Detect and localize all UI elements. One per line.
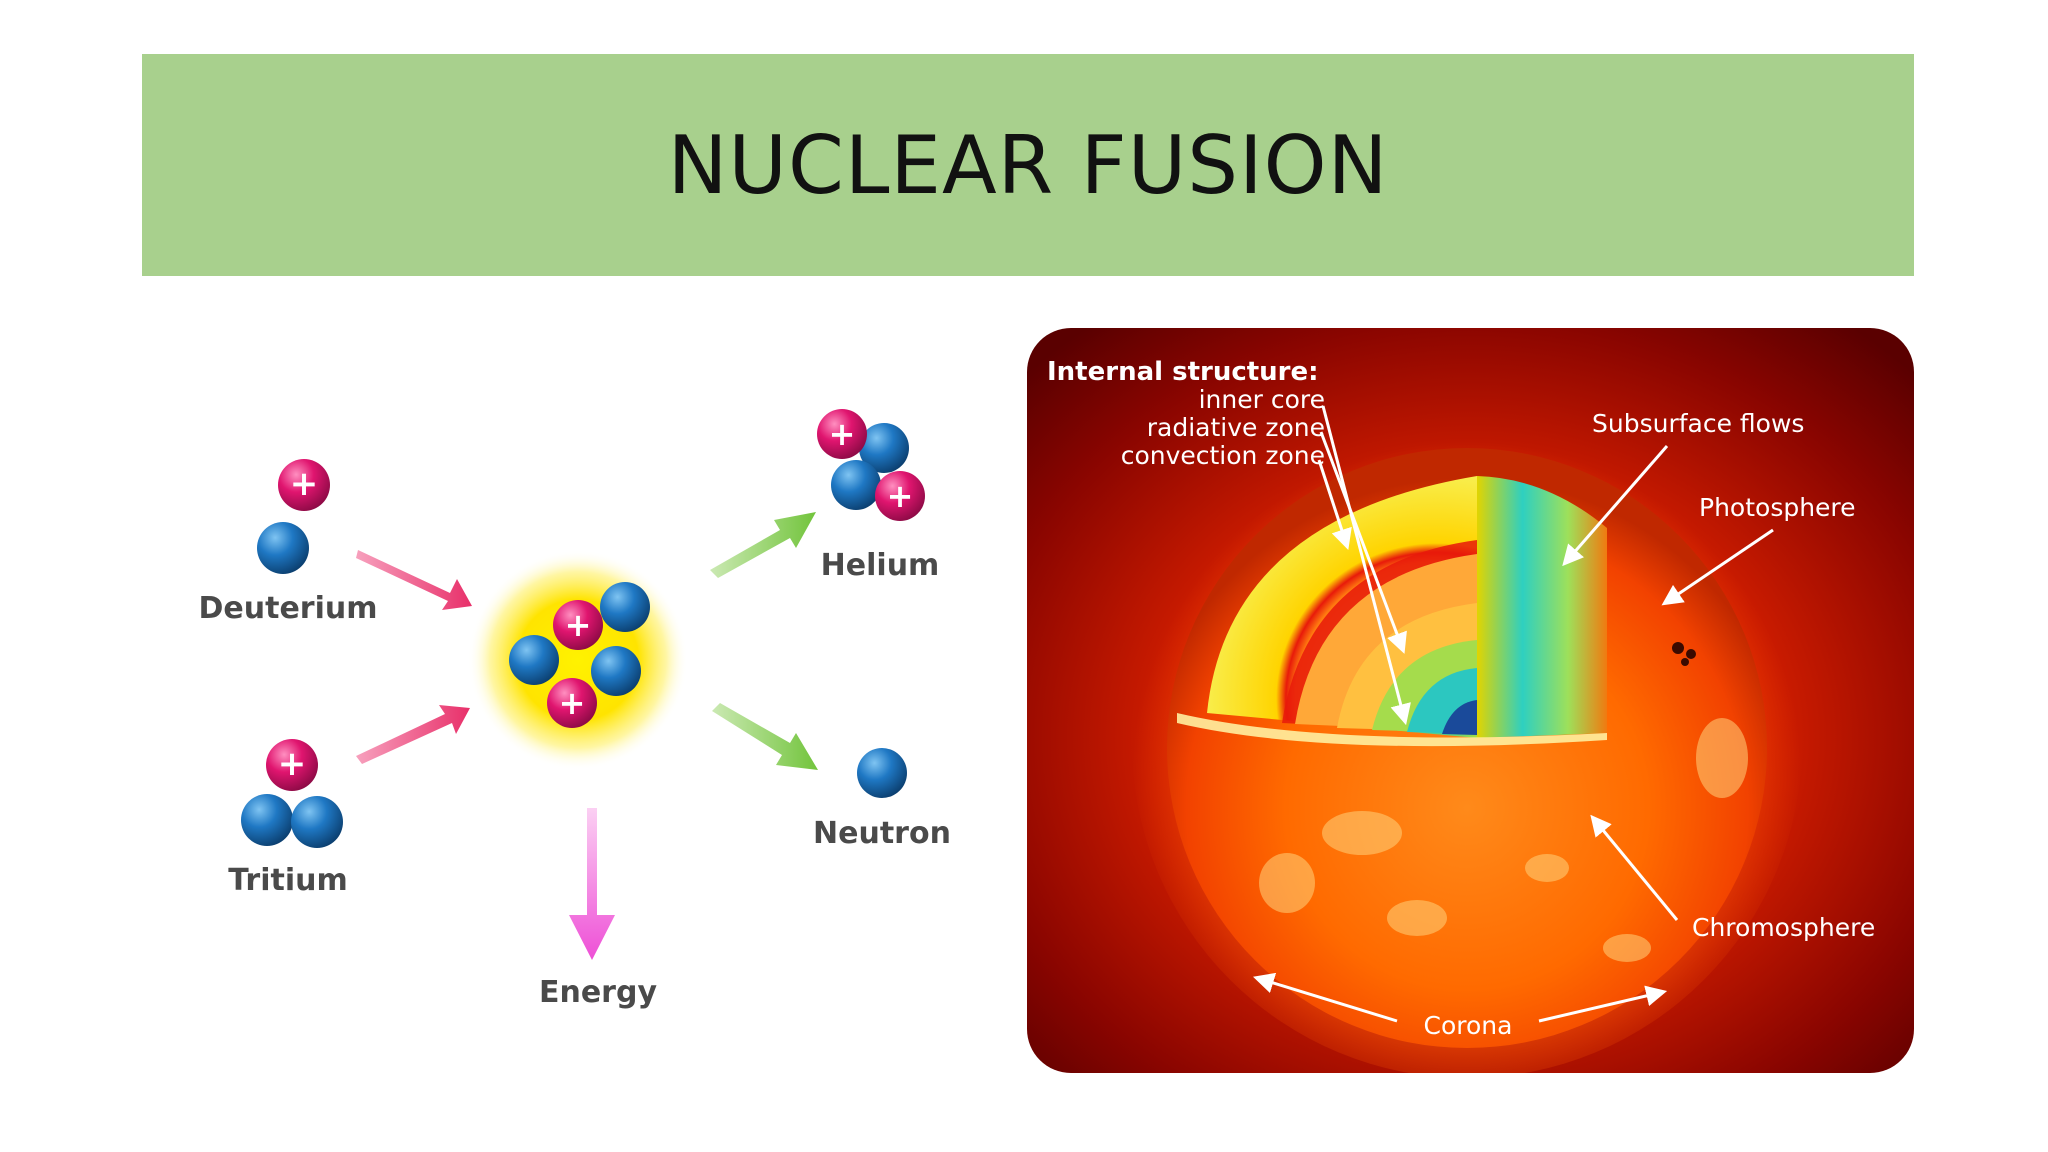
sunspots xyxy=(1672,642,1696,666)
neutron xyxy=(831,460,881,510)
plus-sign: + xyxy=(829,415,856,453)
convection-zone-label: convection zone xyxy=(1121,441,1325,470)
helium-arrow xyxy=(710,512,816,578)
cutaway-side-face xyxy=(1477,476,1607,738)
deuterium-label: Deuterium xyxy=(199,591,378,626)
convection-zone-arrow xyxy=(1317,459,1352,550)
neutron xyxy=(591,646,641,696)
photosphere-label: Photosphere xyxy=(1699,493,1856,522)
deuterium-arrow xyxy=(356,550,472,610)
proton xyxy=(278,459,330,511)
neutron xyxy=(257,522,309,574)
radiative-zone-arrow xyxy=(1319,431,1407,654)
corona-label: Corona xyxy=(1424,1011,1513,1040)
neutron-label: Neutron xyxy=(813,816,951,851)
fusion-reaction-diagram: + Deuterium + Tritium + + xyxy=(199,409,951,1010)
plus-sign: + xyxy=(565,606,592,644)
energy-glow xyxy=(468,550,688,770)
deuterium-nucleus: + xyxy=(257,459,330,574)
inner-core-label: inner core xyxy=(1199,385,1325,414)
tritium-nucleus: + xyxy=(241,739,343,848)
neutron xyxy=(241,794,293,846)
proton xyxy=(266,739,318,791)
corona-arrow-right xyxy=(1538,985,1668,1023)
sun-cutaway-illustration: Internal structure: inner core radiative… xyxy=(1027,328,1914,1073)
energy-arrow xyxy=(569,808,615,960)
fusion-core: + + xyxy=(468,550,688,770)
neutron-arrow xyxy=(712,703,818,770)
energy-label: Energy xyxy=(539,975,657,1010)
plus-sign: + xyxy=(887,477,914,515)
free-neutron xyxy=(857,748,907,798)
proton xyxy=(553,600,603,650)
surface-texture xyxy=(1259,718,1748,962)
proton xyxy=(875,471,925,521)
plus-sign: + xyxy=(278,744,307,784)
sun-structure-image: Internal structure: inner core radiative… xyxy=(1027,328,1914,1073)
slide-title: NUCLEAR FUSION xyxy=(667,118,1389,212)
radiative-zone-label: radiative zone xyxy=(1147,413,1325,442)
inner-core-center xyxy=(1442,700,1477,735)
photosphere-arrow xyxy=(1661,528,1774,606)
proton xyxy=(547,678,597,728)
internal-structure-heading: Internal structure: xyxy=(1047,357,1319,387)
proton xyxy=(817,409,867,459)
corona-arrow-left xyxy=(1252,972,1398,1023)
neutron xyxy=(291,796,343,848)
annotation-arrows xyxy=(1252,405,1774,1023)
tritium-label: Tritium xyxy=(228,863,348,898)
plus-sign: + xyxy=(290,464,319,504)
tritium-arrow xyxy=(356,705,470,764)
title-banner: NUCLEAR FUSION xyxy=(142,54,1914,276)
chromosphere-arrow xyxy=(1590,814,1679,921)
chromosphere-label: Chromosphere xyxy=(1692,913,1875,942)
inner-core-arrow xyxy=(1321,405,1411,726)
neutron xyxy=(600,582,650,632)
neutron xyxy=(509,635,559,685)
neutron xyxy=(859,423,909,473)
plus-sign: + xyxy=(559,684,586,722)
helium-nucleus: + + xyxy=(817,409,925,521)
cut-rim xyxy=(1177,713,1607,747)
subsurface-flows-label: Subsurface flows xyxy=(1592,409,1804,438)
subsurface-arrow xyxy=(1562,445,1669,567)
helium-label: Helium xyxy=(821,548,940,583)
